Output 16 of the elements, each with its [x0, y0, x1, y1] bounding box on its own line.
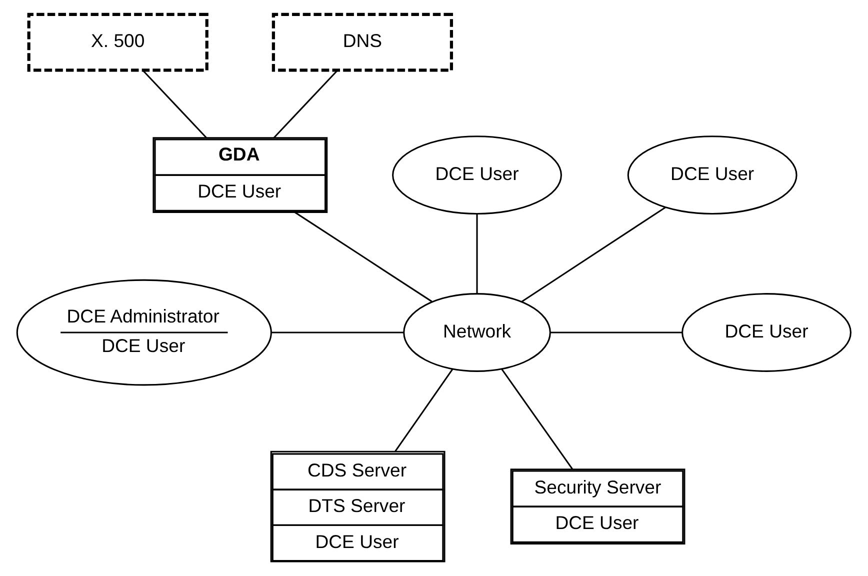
- connector: [272, 332, 404, 334]
- connector: [476, 214, 478, 294]
- node-ellipse: DCE User: [682, 293, 852, 372]
- connector: [273, 70, 338, 138]
- node-ellipse: DCE User: [627, 136, 798, 215]
- node-ellipse: Network: [403, 293, 551, 372]
- connector: [550, 332, 682, 334]
- node-ellipse: DCE User: [392, 136, 562, 215]
- connector: [394, 368, 454, 452]
- node-box: DNS: [272, 12, 454, 72]
- connector: [500, 368, 574, 470]
- node-ellipse: DCE Administrator DCE User: [16, 279, 272, 386]
- connector: [521, 206, 666, 302]
- connector: [294, 212, 432, 302]
- connector: [142, 70, 208, 138]
- node-box: X. 500: [27, 12, 208, 72]
